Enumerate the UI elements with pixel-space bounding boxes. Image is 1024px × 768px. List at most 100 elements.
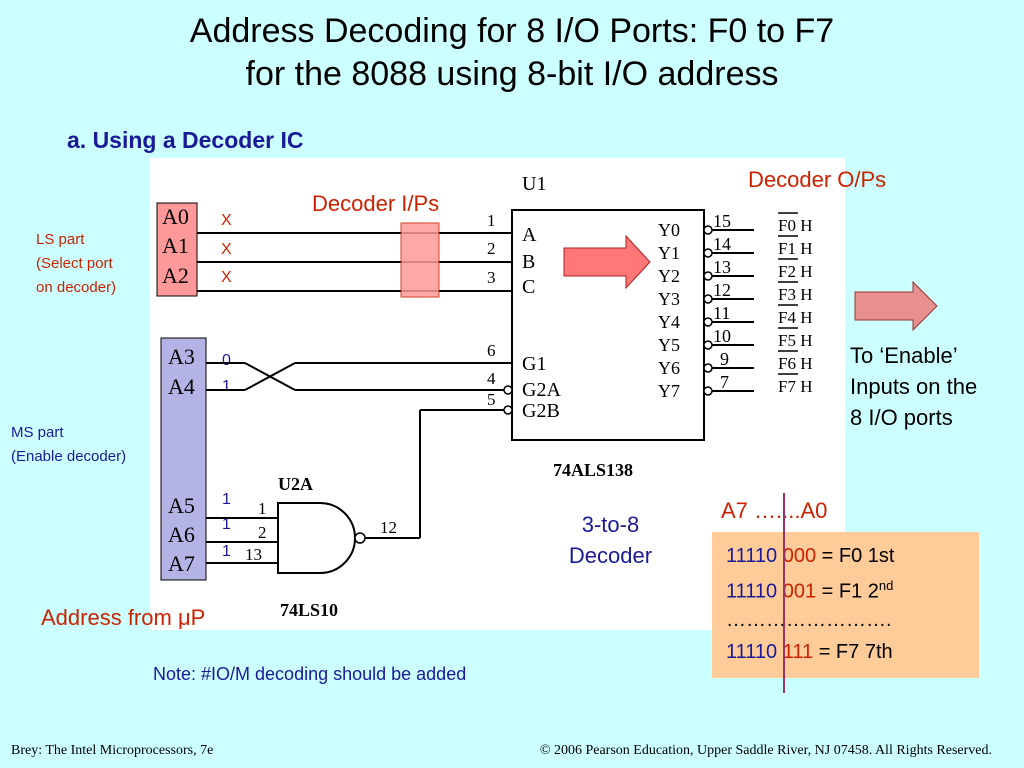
port-f4: F4 H xyxy=(778,308,812,327)
footer-left: Brey: The Intel Microprocessors, 7e xyxy=(11,743,214,758)
decoder-outputs-label: Decoder O/Ps xyxy=(748,167,887,192)
output-y2: Y2 xyxy=(658,266,680,286)
output-y7: Y7 xyxy=(658,381,680,401)
ms-part-label: MS part (Enable decoder) xyxy=(11,421,166,469)
row-result: = F7 7th xyxy=(813,641,893,663)
decoder-enable-g2a: G2A xyxy=(522,379,561,401)
address-row-f0: 11110 000 = F0 1st xyxy=(726,542,894,570)
output-y3: Y3 xyxy=(658,289,680,309)
port-f7: F7 H xyxy=(778,377,812,396)
mu-symbol: μ xyxy=(177,605,191,630)
decoder-input-c: C xyxy=(522,276,535,298)
port-f6: F6 H xyxy=(778,354,812,373)
ms-value-a7: 1 xyxy=(222,543,231,560)
output-pin-numbers: 15 14 13 12 11 10 9 7 xyxy=(713,211,731,392)
address-from-prefix: Address from xyxy=(41,605,178,630)
out-pin-15: 15 xyxy=(713,211,731,231)
ls-input-box xyxy=(156,202,198,297)
nand-gate xyxy=(277,502,356,574)
nand-pin-1: 1 xyxy=(258,499,267,518)
address-from-suffix: P xyxy=(190,605,206,630)
to-enable-line2: Inputs on the xyxy=(850,374,978,399)
address-from-up-label: Address from μP xyxy=(41,605,205,631)
row-superscript: nd xyxy=(878,578,894,593)
ls-value-1: X xyxy=(221,241,232,258)
address-wires xyxy=(197,232,512,564)
row-dots: ……………………. xyxy=(726,609,892,631)
output-y4: Y4 xyxy=(658,312,680,332)
port-f3: F3 H xyxy=(778,285,812,304)
decoder-pin-3: 3 xyxy=(487,268,496,287)
output-y6: Y6 xyxy=(658,358,680,378)
nand-pin-2: 2 xyxy=(258,523,267,542)
to-enable-line1: To ‘Enable’ xyxy=(850,343,958,368)
decoder-pin-5: 5 xyxy=(487,390,496,409)
port-f5: F5 H xyxy=(778,331,812,350)
ms-value-a6: 1 xyxy=(222,516,231,533)
three-to-eight-line1: 3-to-8 xyxy=(581,512,640,537)
port-f2: F2 H xyxy=(778,262,812,281)
input-a5: A5 xyxy=(168,493,195,518)
port-overlines xyxy=(778,212,798,375)
out-pin-7: 7 xyxy=(720,372,729,392)
row-select-bits: 001 xyxy=(782,580,817,603)
row-result: = F1 2 xyxy=(816,580,879,603)
nand-part-number: 74LS10 xyxy=(280,600,338,620)
decoder-output-labels: Y0 Y1 Y2 Y3 Y4 Y5 Y6 Y7 xyxy=(658,220,680,401)
port-f0: F0 H xyxy=(778,216,812,235)
input-a0: A0 xyxy=(162,204,189,229)
decoder-pin-6: 6 xyxy=(487,341,496,360)
ls-value-0: X xyxy=(221,212,232,229)
circuit-svg: A0 A1 A2 A3 A4 A5 A6 A7 X X X 0 1 1 1 1 xyxy=(156,173,812,620)
decoder-input-a: A xyxy=(522,224,537,246)
input-a1: A1 xyxy=(162,233,189,258)
nand-pin-13: 13 xyxy=(245,545,262,564)
row-fixed-bits: 11110 xyxy=(726,580,778,603)
row-fixed-bits: 11110 xyxy=(726,641,778,663)
input-a3: A3 xyxy=(168,344,195,369)
nand-bubble xyxy=(354,532,366,544)
row-result: = F0 1st xyxy=(816,545,895,567)
input-a4: A4 xyxy=(168,374,195,399)
port-names: F0 H F1 H F2 H F3 H F4 H F5 H F6 H F7 H xyxy=(778,216,812,396)
decoder-arrow xyxy=(563,234,651,290)
out-pin-9: 9 xyxy=(720,349,729,369)
output-y1: Y1 xyxy=(658,243,680,263)
address-row-ellipsis: ……………………. xyxy=(726,606,892,634)
note-text: Note: #IO/M decoding should be added xyxy=(153,664,467,684)
input-a6: A6 xyxy=(168,522,195,547)
slide-title: Address Decoding for 8 I/O Ports: F0 to … xyxy=(0,10,1024,96)
address-row-f1: 11110 001 = F1 2nd xyxy=(726,572,893,606)
decoder-part-number: 74ALS138 xyxy=(553,460,633,480)
to-enable-label: To ‘Enable’ Inputs on the 8 I/O ports xyxy=(850,340,1020,433)
ms-value-a3: 0 xyxy=(222,352,231,369)
output-wires xyxy=(712,229,754,392)
output-bubbles xyxy=(703,225,713,396)
subtitle: a. Using a Decoder IC xyxy=(67,127,304,153)
output-y5: Y5 xyxy=(658,335,680,355)
address-table-box: 11110 000 = F0 1st 11110 001 = F1 2nd ……… xyxy=(712,532,979,678)
title-line-2: for the 8088 using 8-bit I/O address xyxy=(245,55,779,93)
out-pin-14: 14 xyxy=(713,234,731,254)
decoder-inputs-label: Decoder I/Ps xyxy=(312,191,440,216)
ms-part-line2: (Enable decoder) xyxy=(11,448,127,465)
decoder-pin-2: 2 xyxy=(487,239,496,258)
g2b-bubble xyxy=(503,405,513,415)
decoder-ref: U1 xyxy=(522,173,546,195)
row-select-bits: 111 xyxy=(782,641,814,663)
decoder-input-b: B xyxy=(522,251,535,273)
to-enable-line3: 8 I/O ports xyxy=(850,405,953,430)
output-y0: Y0 xyxy=(658,220,680,240)
ls-part-line1: LS part xyxy=(36,231,85,248)
ls-part-label: LS part (Select port on decoder) xyxy=(36,228,151,300)
title-line-1: Address Decoding for 8 I/O Ports: F0 to … xyxy=(189,12,835,50)
out-pin-10: 10 xyxy=(713,326,731,346)
bit-divider-line xyxy=(783,493,785,693)
ls-part-line2: (Select port xyxy=(36,255,113,272)
a7-a0-label: A7 …....A0 xyxy=(721,498,828,523)
out-pin-12: 12 xyxy=(713,280,731,300)
ms-value-a4: 1 xyxy=(222,378,231,395)
ms-value-a5: 1 xyxy=(222,491,231,508)
ms-part-line1: MS part xyxy=(11,424,64,441)
decoder-enable-g2b: G2B xyxy=(522,400,560,422)
